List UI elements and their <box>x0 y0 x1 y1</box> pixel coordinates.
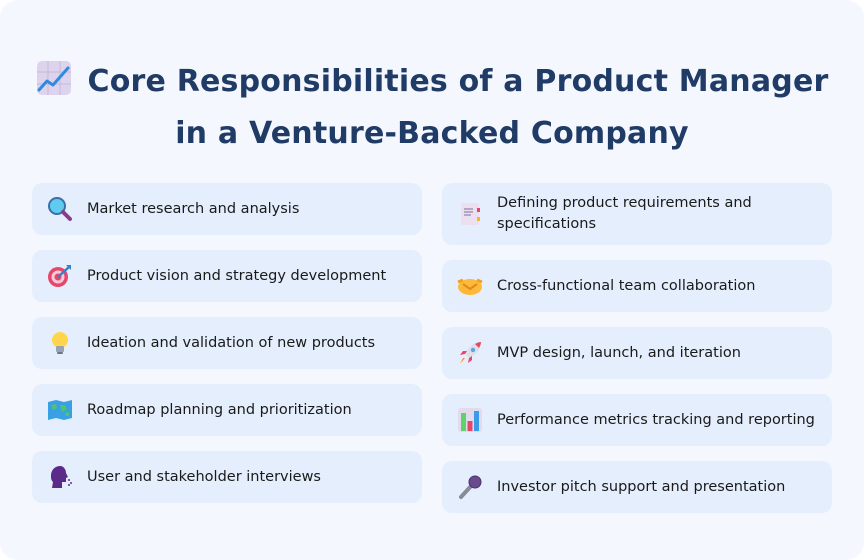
title-text-1: Core Responsibilities of a Product Manag… <box>87 64 829 99</box>
card-label: Defining product requirements and specif… <box>497 195 752 232</box>
responsibility-card: Market research and analysis <box>32 183 422 235</box>
speaking-head-icon <box>47 464 73 490</box>
card-label: Roadmap planning and prioritization <box>87 401 352 418</box>
responsibility-card: Ideation and validation of new products <box>32 317 422 369</box>
responsibility-card: Performance metrics tracking and reporti… <box>442 394 832 446</box>
light-bulb-icon <box>47 330 73 356</box>
document-icon <box>457 201 483 227</box>
responsibility-card: Defining product requirements and specif… <box>442 183 832 245</box>
chart-increasing-icon <box>36 61 71 95</box>
responsibility-card: Product vision and strategy development <box>32 250 422 302</box>
microphone-icon <box>457 474 483 500</box>
right-column: Defining product requirements and specif… <box>442 183 832 528</box>
card-label: User and stakeholder interviews <box>87 468 321 485</box>
responsibility-card: Roadmap planning and prioritization <box>32 384 422 436</box>
card-label: Ideation and validation of new products <box>87 334 376 351</box>
card-label: MVP design, launch, and iteration <box>497 344 741 361</box>
card-label: Market research and analysis <box>87 200 300 217</box>
magnifying-glass-icon <box>47 196 73 222</box>
rocket-icon <box>457 340 483 366</box>
card-label: Investor pitch support and presentation <box>497 478 786 495</box>
page-title: Core Responsibilities of a Product Manag… <box>0 56 864 160</box>
handshake-icon <box>457 273 483 299</box>
left-column: Market research and analysis Product vis… <box>32 183 422 518</box>
bar-chart-icon <box>457 407 483 433</box>
target-dart-icon <box>47 263 73 289</box>
responsibility-card: MVP design, launch, and iteration <box>442 327 832 379</box>
card-label: Cross-functional team collaboration <box>497 277 756 294</box>
responsibility-card: Investor pitch support and presentation <box>442 461 832 513</box>
world-map-icon <box>47 397 73 423</box>
card-label: Performance metrics tracking and reporti… <box>497 411 815 428</box>
title-line-1: Core Responsibilities of a Product Manag… <box>0 56 864 108</box>
responsibility-card: Cross-functional team collaboration <box>442 260 832 312</box>
responsibility-card: User and stakeholder interviews <box>32 451 422 503</box>
card-label: Product vision and strategy development <box>87 267 387 284</box>
title-line-2: in a Venture-Backed Company <box>175 116 689 151</box>
